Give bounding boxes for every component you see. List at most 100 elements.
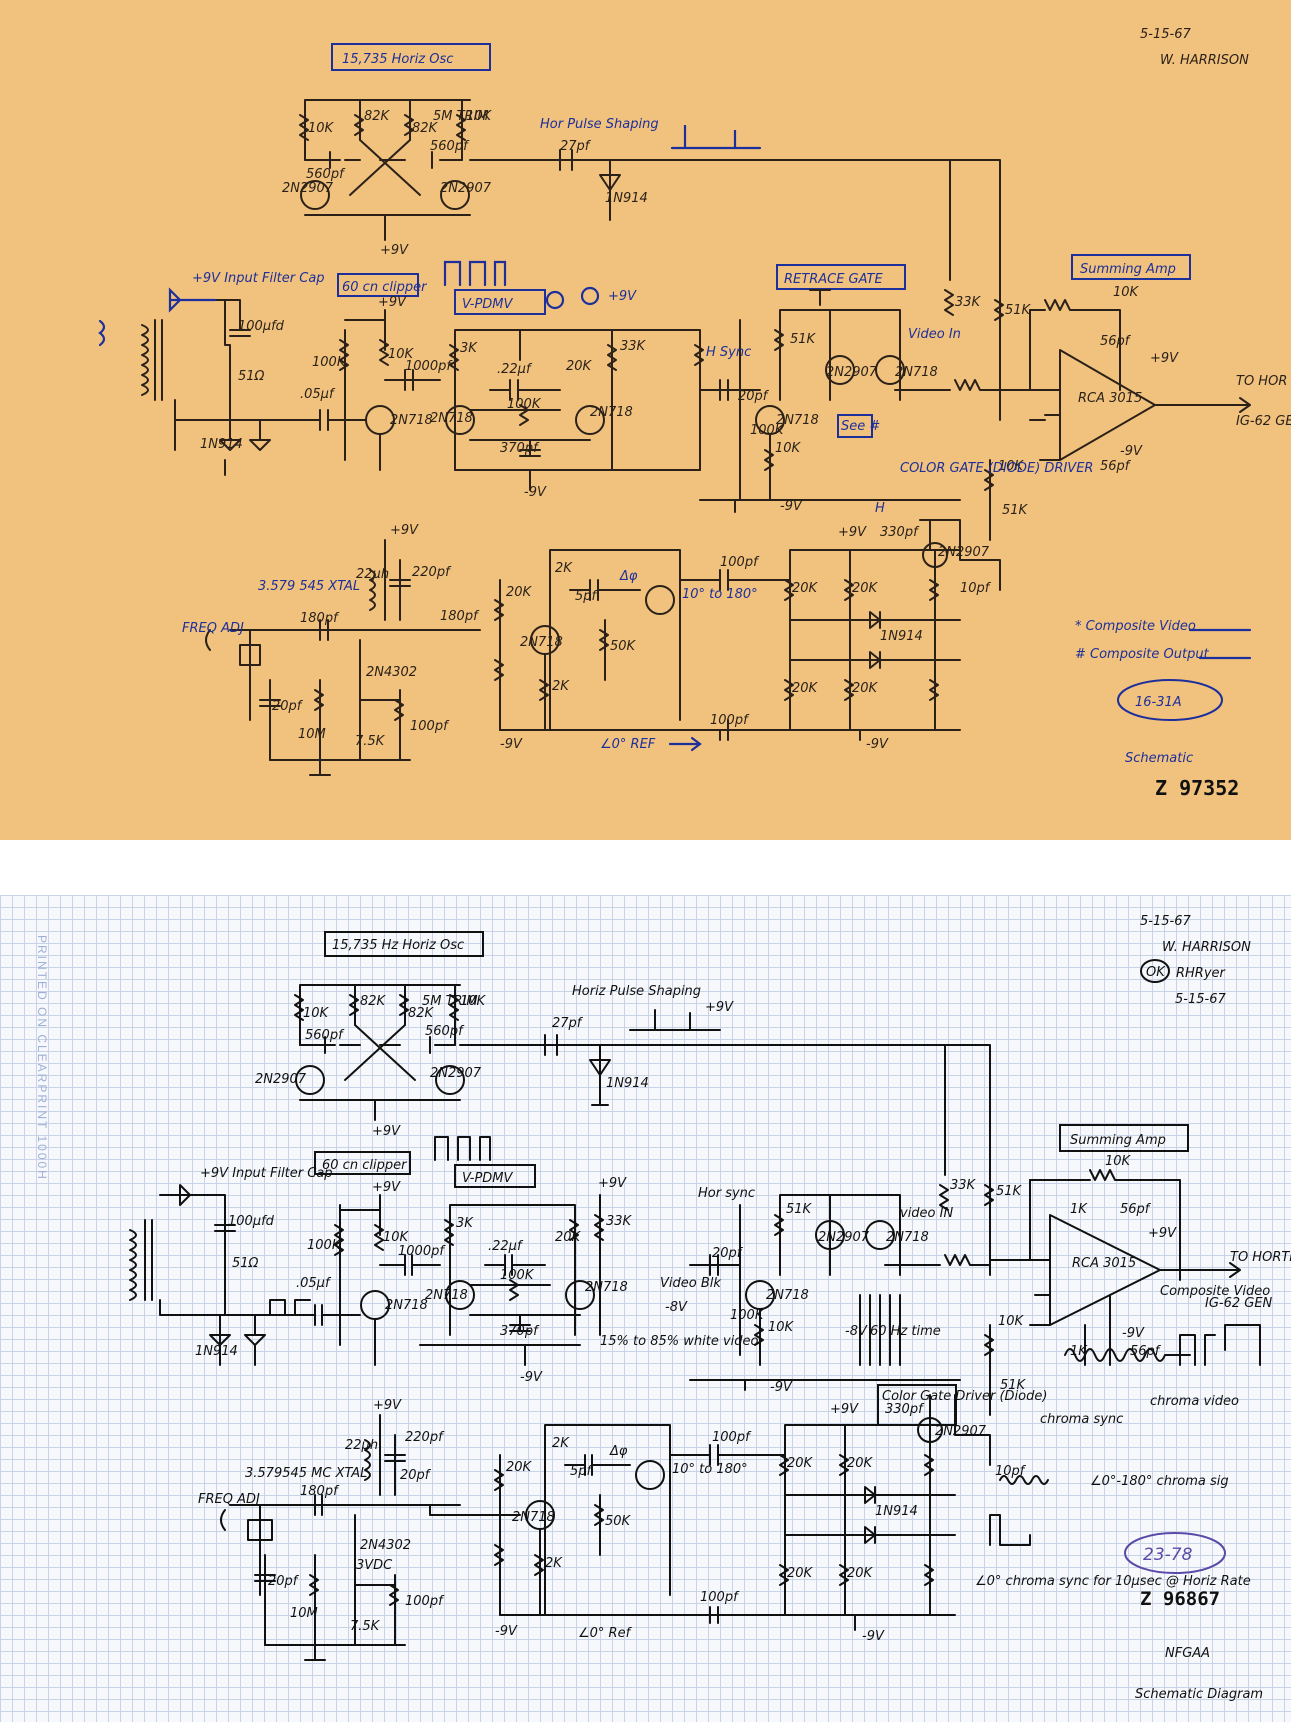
vpdmv-pulses (443, 260, 507, 287)
osc-supply-2: +9V (372, 1124, 401, 1139)
schematic-sheet-original: 5-15-67 W. HARRISON 15,735 Horiz Osc 10K… (0, 0, 1291, 840)
r51-label-2: 51Ω (232, 1256, 259, 1271)
c27pf-2: 27pf (552, 1016, 584, 1031)
ps-supply-2: -9V (495, 1624, 518, 1639)
vpdmv-q718-b-2: 2N718 (585, 1280, 628, 1295)
vpdmv-r100k-2: 100K (500, 1268, 535, 1283)
ps-r20k-2: 20K (506, 1460, 533, 1475)
h-sync-label: H Sync (706, 345, 751, 360)
chroma-sync-pulse (989, 1514, 1031, 1546)
retrace-q718-2: 2N718 (766, 1288, 809, 1303)
ps-r20k: 20K (506, 585, 533, 600)
r10k-left: 10K (308, 121, 335, 136)
sheet-id-circle (1117, 679, 1223, 721)
see-label: See # (841, 419, 880, 434)
date2-label: 5-15-67 (1175, 992, 1226, 1007)
r10k-left-2: 10K (303, 1006, 330, 1021)
summing-amp-circuit (944, 159, 1251, 541)
retrace-q718-b-2: 2N718 (886, 1230, 929, 1245)
pulse-waveform-2 (629, 1009, 721, 1031)
schematic-label-2: Schematic Diagram (1135, 1687, 1263, 1702)
vpdmv-r3k-2: 3K (456, 1216, 474, 1231)
vpdmv-supply-p-2: +9V (598, 1176, 627, 1191)
dg-supply-n: -9V (866, 737, 889, 752)
chroma-video-label: chroma video (1150, 1394, 1239, 1409)
c180-label-b: 180pf (440, 609, 480, 624)
vpdmv-supply: -9V (524, 485, 547, 500)
vpdmv-r20k-2: 20K (555, 1230, 582, 1245)
sum-r51k-b-2: 51K (1000, 1378, 1027, 1393)
q4302-label-2: 2N4302 (360, 1538, 411, 1553)
chroma-sig-waveform (999, 1475, 1049, 1485)
retrace-r10k: 10K (775, 441, 802, 456)
dg-r20k-d-2: 20K (847, 1566, 874, 1581)
legend-output: # Composite Output (1075, 647, 1210, 662)
vpdmv-c370-2: 370pf (500, 1324, 540, 1339)
phase-range: 10° to 180° (682, 587, 758, 602)
ok-label: OK (1146, 965, 1166, 980)
retrace-r10k-2: 10K (768, 1320, 795, 1335)
summing-title-box-2 (1059, 1124, 1189, 1152)
paper-brand-text: PRINTED ON CLEARPRINT 1000H (35, 935, 49, 1181)
video-in-label: Video In (908, 327, 961, 342)
sixty-hz-label: 60 Hz time (870, 1324, 941, 1339)
gen-label-2: IG-62 GEN (1205, 1296, 1273, 1311)
diode-gate-circuit-2 (779, 1394, 991, 1631)
ps-c5: 5pf (575, 589, 599, 604)
r5m-trim-2: 5M TRIM (422, 994, 478, 1009)
opamp-label: RCA 3015 (1078, 391, 1142, 406)
r10m-label-2: 10M (290, 1606, 318, 1621)
schematic-drawing-2: PRINTED ON CLEARPRINT 1000H 5-15-67 W. H… (35, 914, 1291, 1702)
c1000-label-2: 1000pf (398, 1244, 446, 1259)
c1000-label: 1000pf (405, 359, 453, 374)
vpdmv-q718-b: 2N718 (590, 405, 633, 420)
r51-label: 51Ω (238, 369, 265, 384)
schematic-label: Schematic (1125, 751, 1193, 766)
d914-top: 1N914 (605, 191, 648, 206)
xtal-supply: +9V (390, 523, 419, 538)
phase-symbol-2: Δφ (609, 1444, 628, 1459)
sum-r33k: 33K (955, 295, 982, 310)
sum-r1k-2: 1K (1070, 1202, 1088, 1217)
video-in-label-2: video IN (900, 1206, 953, 1221)
horiz-osc-title-box-2 (324, 931, 484, 957)
input-diode-blue (168, 287, 217, 313)
xtal-label: 3.579 545 XTAL (258, 579, 360, 594)
retrace-q718-b: 2N718 (895, 365, 938, 380)
retrace-title: RETRACE GATE (784, 272, 883, 287)
phase-range-2: 10° to 180° (672, 1462, 748, 1477)
horiz-pulse-title-2: Horiz Pulse Shaping (572, 984, 701, 999)
c180-label: 180pf (300, 611, 340, 626)
dg-r20k-b: 20K (852, 581, 879, 596)
to-hor-label-2: TO HORTH (1230, 1250, 1291, 1265)
c180-label-2: 180pf (300, 1484, 340, 1499)
retrace-r100k: 100K (750, 423, 785, 438)
ps-c100-b: 100pf (710, 713, 750, 728)
clipper-q718-2: 2N718 (385, 1298, 428, 1313)
drawing-number-2: Z 96867 (1140, 1588, 1220, 1610)
clipper-title: 60 cn clipper (342, 280, 428, 295)
cap-100-label-2: 100µfd (228, 1214, 275, 1229)
retrace-q2907: 2N2907 (826, 365, 878, 380)
vpdmv-q718-a: 2N718 (430, 411, 473, 426)
xtal-supply-2: +9V (373, 1398, 402, 1413)
freq-adj-label-2: FREQ ADJ (198, 1492, 260, 1507)
ps-q718: 2N718 (520, 635, 563, 650)
retrace-q2907-2: 2N2907 (818, 1230, 870, 1245)
vpdmv-title-box-2 (454, 1164, 536, 1188)
ref-label-2: ∠0° Ref (578, 1626, 633, 1641)
see-box (837, 414, 873, 438)
q2907-right-2: 2N2907 (430, 1066, 482, 1081)
schematic-sheet-redrawn: PRINTED ON CLEARPRINT 1000H 5-15-67 W. H… (0, 895, 1291, 1722)
vpdmv-supply-2: -9V (520, 1370, 543, 1385)
d914-top-2: 1N914 (606, 1076, 649, 1091)
c20pf-label-2: 20pf (400, 1468, 432, 1483)
sum-r51k: 51K (1005, 303, 1032, 318)
dg-supply-n-2: -9V (862, 1629, 885, 1644)
horiz-osc-circuit (299, 99, 1001, 421)
sheet-id-2: 23-78 (1143, 1545, 1193, 1565)
chroma-sync-label: chroma sync (1040, 1412, 1123, 1427)
vpdmv-r20k: 20K (566, 359, 593, 374)
dg-supply-2: +9V (830, 1402, 859, 1417)
vpdmv-circuit (445, 329, 704, 491)
